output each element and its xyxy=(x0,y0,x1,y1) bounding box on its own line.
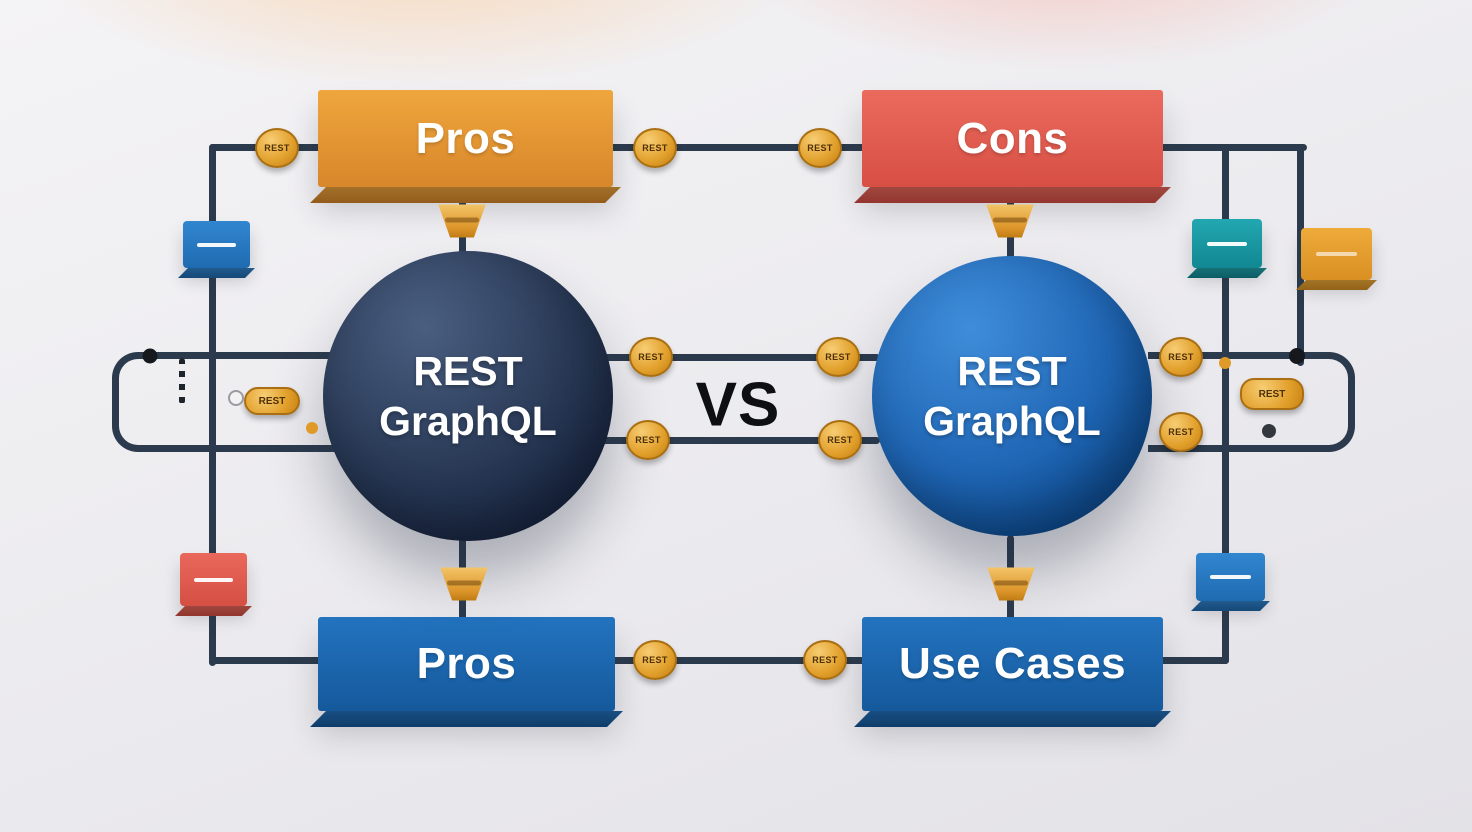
connector-dotted-left xyxy=(179,358,185,404)
pros-box-top: Pros xyxy=(310,90,621,203)
gold-badge: REST xyxy=(633,640,677,680)
sphere-right-line2: GraphQL xyxy=(923,398,1101,444)
small-box-left-top xyxy=(178,221,255,278)
funnel-icon xyxy=(986,204,1034,238)
sphere-right-line1: REST xyxy=(957,347,1067,394)
sphere-right-rest-graphql: REST GraphQL xyxy=(872,256,1152,536)
gold-badge: REST xyxy=(1159,337,1203,377)
small-box-left-bottom xyxy=(175,553,252,616)
pill-badge-right: REST xyxy=(1240,378,1304,410)
small-box-right-orange xyxy=(1296,228,1377,290)
node-dot xyxy=(142,348,158,364)
pros-box-bottom: Pros xyxy=(310,617,623,727)
gold-badge: REST xyxy=(818,420,862,460)
connector-right xyxy=(1222,144,1229,664)
gold-badge: REST xyxy=(798,128,842,168)
small-box-right-bottom xyxy=(1191,553,1270,611)
connector-center-bottom xyxy=(600,437,880,444)
box-extrusion xyxy=(1296,280,1377,290)
connector-center-top xyxy=(600,354,880,361)
node-dot xyxy=(306,422,318,434)
sphere-left-rest-graphql: REST GraphQL xyxy=(323,251,613,541)
sphere-right-text: REST GraphQL xyxy=(923,346,1101,446)
connector-left xyxy=(209,144,216,666)
box-extrusion xyxy=(310,711,623,727)
box-extrusion xyxy=(1191,601,1270,611)
sphere-left-line2: GraphQL xyxy=(379,398,557,444)
connector-top xyxy=(209,144,1307,151)
connector-loop-left xyxy=(112,352,337,452)
dash-icon xyxy=(1206,241,1248,246)
box-extrusion xyxy=(178,268,255,278)
vs-label: VS xyxy=(695,370,781,440)
sphere-left-line1: REST xyxy=(413,347,523,394)
gold-badge: REST xyxy=(255,128,299,168)
gold-badge: REST xyxy=(629,337,673,377)
connector-far-right xyxy=(1297,144,1304,366)
connector-loop-right xyxy=(1148,352,1355,452)
gold-badge: REST xyxy=(1159,412,1203,452)
funnel-icon xyxy=(987,567,1035,601)
cons-box-label: Cons xyxy=(956,113,1069,163)
gold-badge: REST xyxy=(803,640,847,680)
dash-icon xyxy=(194,577,233,582)
box-extrusion xyxy=(310,187,621,203)
node-dot xyxy=(1219,357,1231,369)
dash-icon xyxy=(1210,575,1251,579)
node-dot xyxy=(1262,424,1276,438)
box-extrusion xyxy=(175,606,252,616)
pill-badge-left: REST xyxy=(244,387,300,415)
funnel-icon xyxy=(440,567,488,601)
box-extrusion xyxy=(854,187,1171,203)
box-extrusion xyxy=(1187,268,1267,278)
node-dot xyxy=(228,390,244,406)
dash-icon xyxy=(197,242,236,247)
funnel-icon xyxy=(438,204,486,238)
pros-box-top-label: Pros xyxy=(415,113,516,163)
node-dot xyxy=(1289,348,1305,364)
sphere-left-text: REST GraphQL xyxy=(379,346,557,446)
gold-badge: REST xyxy=(626,420,670,460)
dash-icon xyxy=(1315,252,1358,256)
gold-badge: REST xyxy=(816,337,860,377)
connector-bottom xyxy=(209,657,1229,664)
use-cases-box-label: Use Cases xyxy=(898,639,1127,688)
gold-badge: REST xyxy=(633,128,677,168)
cons-box: Cons xyxy=(854,90,1171,203)
pros-box-bottom-label: Pros xyxy=(416,639,517,688)
small-box-right-teal xyxy=(1187,219,1267,278)
box-extrusion xyxy=(854,711,1171,727)
use-cases-box: Use Cases xyxy=(854,617,1171,727)
